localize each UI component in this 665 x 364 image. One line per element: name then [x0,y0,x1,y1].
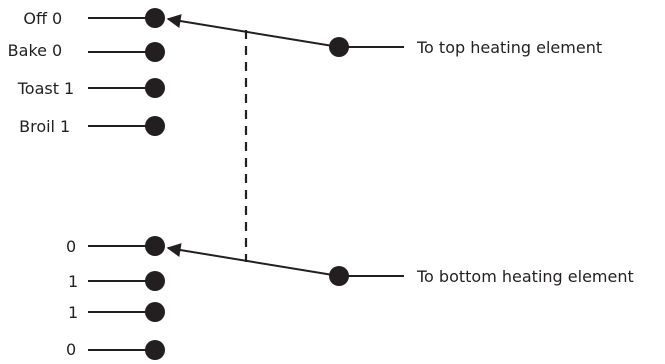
contact-terminal [145,116,165,136]
bottom-position-3: 1 [68,302,165,322]
contact-terminal [145,302,165,322]
top-position-toast: Toast 1 [17,78,165,98]
top-position-label: Toast [17,79,59,98]
bottom-position-value: 0 [66,340,76,359]
top-position-value: 0 [52,41,62,60]
bottom-position-1: 0 [66,236,165,256]
bottom-position-value: 0 [66,237,76,256]
top-position-label: Bake [8,41,47,60]
bottom-output-label: To bottom heating element [416,267,634,286]
contact-terminal [145,78,165,98]
top-output-label: To top heating element [416,38,602,57]
contact-terminal [145,42,165,62]
contact-terminal [145,236,165,256]
contact-terminal [145,340,165,360]
top-switch-arm [166,14,340,48]
bottom-position-2: 1 [68,271,165,291]
top-position-label: Off [23,9,48,28]
top-position-value: 1 [60,117,70,136]
top-position-label: Broil [19,117,55,136]
top-position-broil: Broil 1 [19,116,165,136]
bottom-position-value: 1 [68,272,78,291]
top-position-value: 0 [52,9,62,28]
bottom-position-4: 0 [66,340,165,360]
contact-terminal [145,271,165,291]
top-position-bake: Bake 0 [8,41,165,62]
bottom-switch-arm [166,243,340,277]
bottom-switch: 0 1 1 0 To bottom heating element [66,236,634,360]
top-position-value: 1 [64,79,74,98]
top-position-off: Off 0 [23,8,165,28]
top-switch: Off 0 Bake 0 Toast 1 Broil 1 To top heat… [8,8,602,136]
bottom-position-value: 1 [68,303,78,322]
contact-terminal [145,8,165,28]
